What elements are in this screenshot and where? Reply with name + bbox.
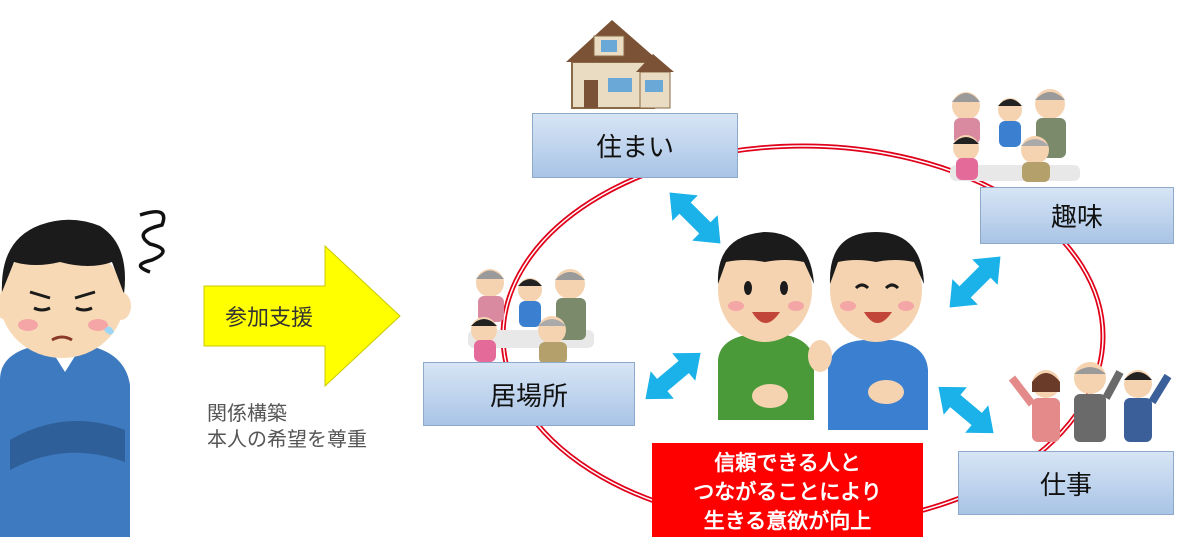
box-housing: 住まい — [532, 113, 738, 178]
family-group-icon — [950, 89, 1080, 182]
box-work: 仕事 — [958, 451, 1174, 515]
double-arrow-sumai — [656, 179, 734, 257]
callout-line-3: 生きる意欲が向上 — [703, 509, 872, 533]
outcome-callout: 信頼できる人と つながることにより 生きる意欲が向上 — [652, 443, 923, 537]
cheering-workers-icon — [1008, 362, 1172, 442]
box-hobby: 趣味 — [980, 187, 1174, 244]
support-arrow — [203, 244, 401, 388]
box-place-to-belong: 居場所 — [423, 362, 635, 426]
support-arrow-label: 参加支援 — [224, 306, 313, 331]
house-icon — [566, 20, 674, 109]
double-arrow-shumi — [936, 243, 1014, 321]
double-arrow-ibasho — [633, 339, 713, 413]
note-line-1: 関係構築 — [207, 401, 287, 425]
callout-line-1: 信頼できる人と — [714, 451, 861, 475]
callout-line-2: つながることにより — [693, 480, 882, 504]
talking-men-icon — [717, 232, 928, 430]
note-line-2: 本人の希望を尊重 — [207, 427, 367, 451]
worried-man-icon — [0, 209, 166, 537]
double-arrow-shigoto — [926, 373, 1006, 447]
support-note: 関係構築 本人の希望を尊重 — [207, 400, 367, 452]
community-group-icon — [468, 269, 594, 364]
